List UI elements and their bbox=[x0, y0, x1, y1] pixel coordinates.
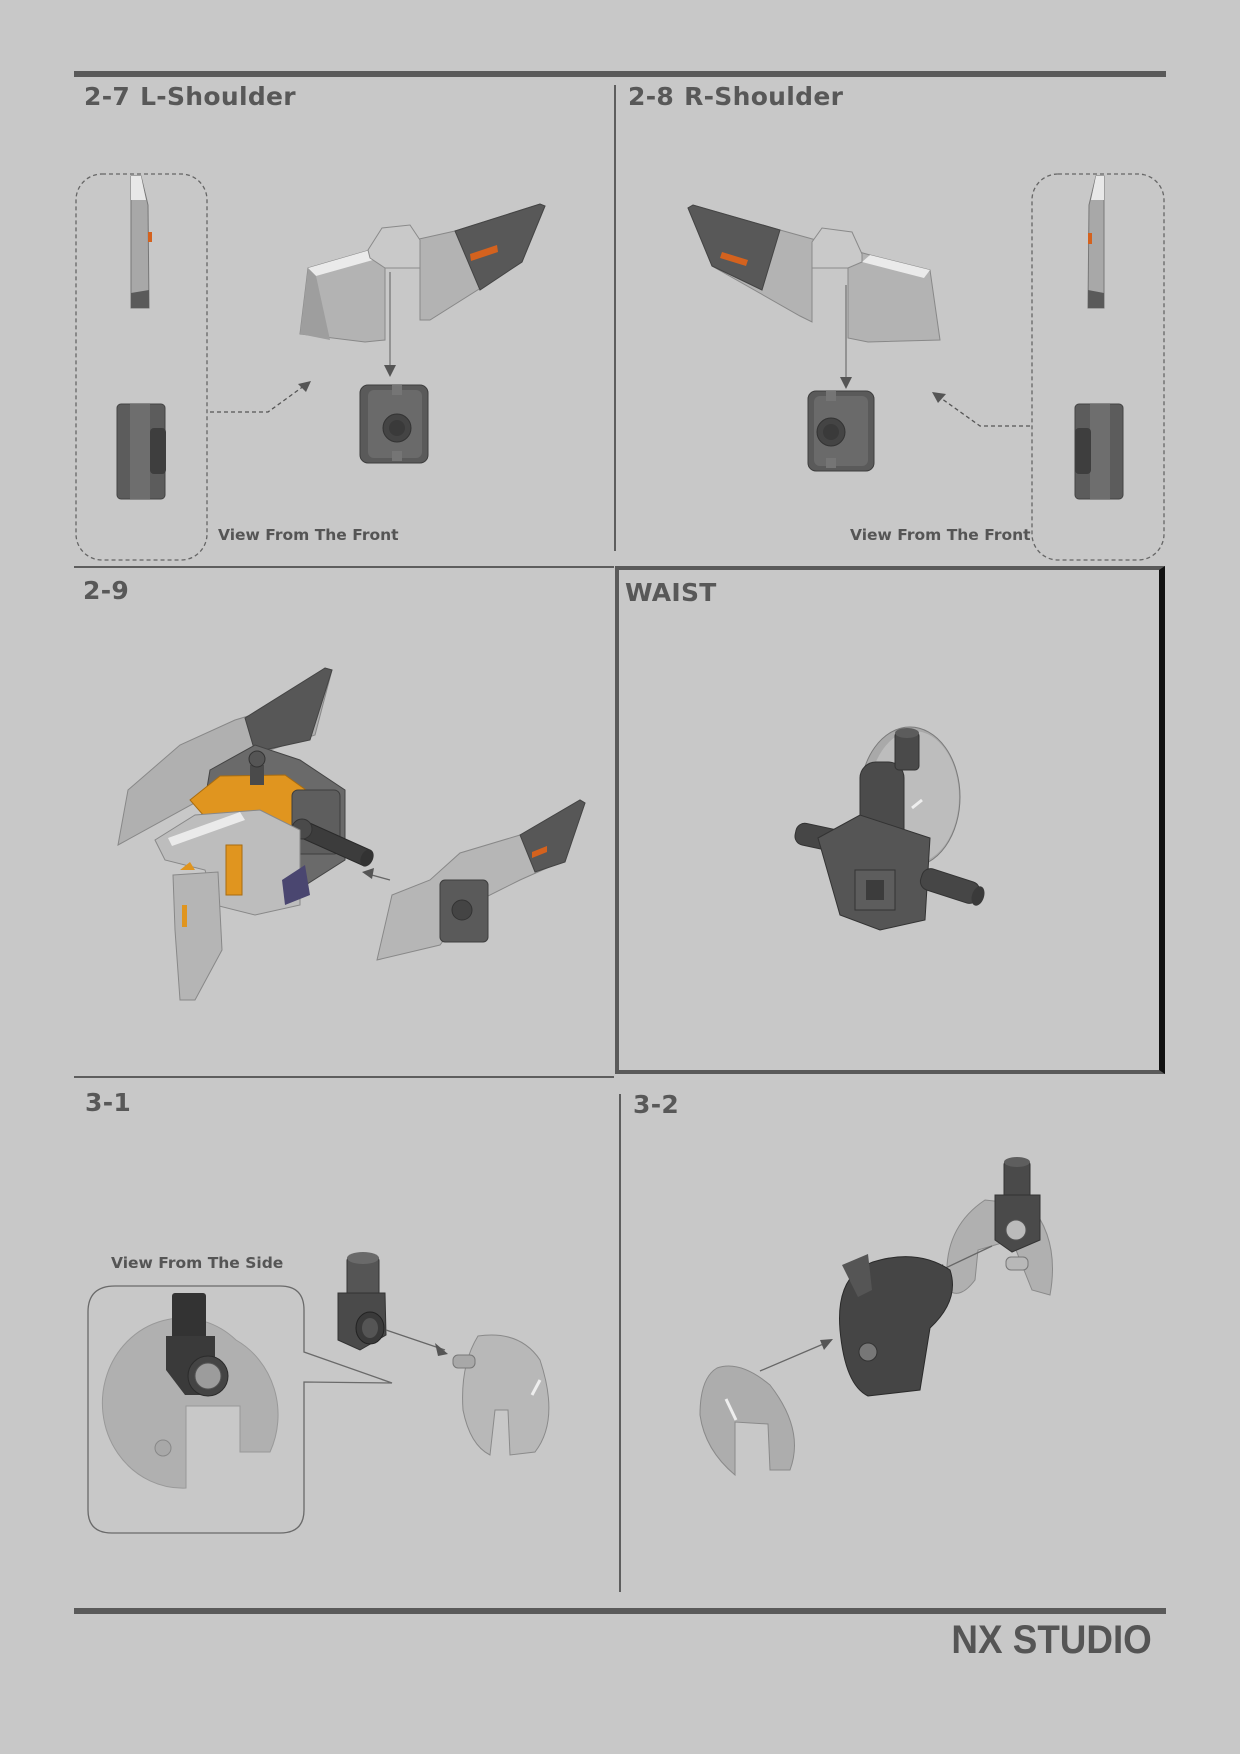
separator-row1 bbox=[74, 566, 614, 568]
waist-diagram bbox=[794, 726, 985, 931]
step-label: WAIST bbox=[625, 578, 717, 607]
waist-frame bbox=[615, 566, 1165, 1074]
step-3-1-diagram bbox=[87, 1252, 550, 1534]
step-2-9-title: 2-9 bbox=[83, 576, 129, 605]
step-number: 2-8 bbox=[628, 82, 675, 111]
l-shoulder-diagram bbox=[75, 173, 546, 561]
separator-row2 bbox=[74, 1076, 614, 1078]
divider-row3 bbox=[619, 1094, 621, 1592]
front-view-inset bbox=[1031, 173, 1165, 561]
bottom-rule bbox=[74, 1608, 1166, 1614]
step-number: 2-7 bbox=[84, 82, 131, 111]
r-shoulder-diagram bbox=[687, 173, 1165, 561]
step-number: 3-1 bbox=[85, 1088, 132, 1117]
front-view-inset bbox=[75, 173, 208, 561]
step-2-7-caption: View From The Front bbox=[218, 526, 399, 544]
step-2-9-diagram bbox=[117, 667, 586, 1001]
step-2-8-title: 2-8 R-Shoulder bbox=[628, 82, 843, 111]
step-3-2-diagram bbox=[699, 1157, 1053, 1477]
waist-title: WAIST bbox=[625, 578, 717, 607]
brand-logo: NX STUDIO bbox=[951, 1618, 1152, 1662]
step-2-7-title: 2-7 L-Shoulder bbox=[84, 82, 296, 111]
step-3-2-title: 3-2 bbox=[633, 1090, 679, 1119]
step-label: L-Shoulder bbox=[140, 82, 296, 111]
step-number: 2-9 bbox=[83, 576, 130, 605]
step-label: R-Shoulder bbox=[684, 82, 844, 111]
step-number: 3-2 bbox=[633, 1090, 680, 1119]
step-3-1-caption: View From The Side bbox=[111, 1254, 284, 1272]
step-3-1-title: 3-1 bbox=[85, 1088, 131, 1117]
top-rule bbox=[74, 71, 1166, 77]
divider-row1 bbox=[614, 85, 616, 551]
side-view-callout bbox=[87, 1285, 393, 1534]
step-2-8-caption: View From The Front bbox=[850, 526, 1031, 544]
